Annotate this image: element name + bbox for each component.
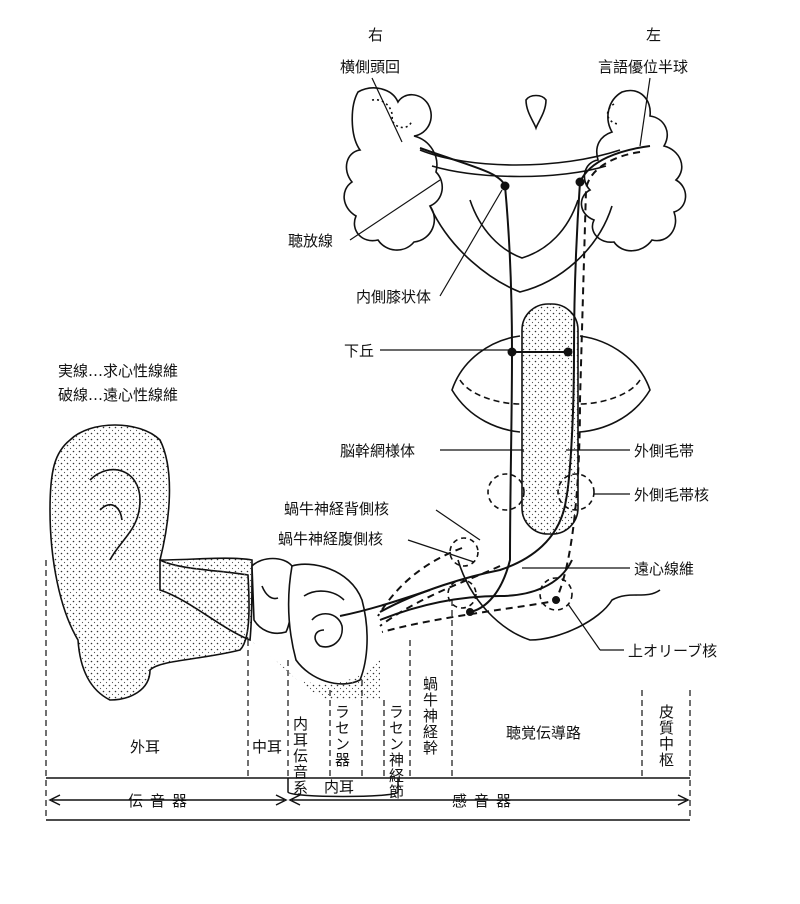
organ-of-corti-label: ラセン器	[333, 704, 351, 768]
reticular-formation-label: 脳幹網様体	[340, 442, 415, 460]
legend-solid-line: 実線…求心性線維	[58, 362, 178, 380]
ventral-cochlear-nucleus-label: 蝸牛神経腹側核	[278, 530, 383, 548]
auricle	[49, 424, 250, 701]
hemisphere-left-label: 左	[646, 26, 661, 44]
outer-ear-label: 外耳	[130, 738, 160, 756]
inner-ear-conduction-label: 内耳伝音系	[291, 716, 309, 796]
ear-anatomy	[49, 424, 431, 701]
acoustic-radiation-label: 聴放線	[288, 232, 333, 250]
auditory-pathways	[377, 145, 651, 633]
hemisphere-right-label: 右	[368, 26, 383, 44]
sound-perception-label: 感音器	[452, 792, 518, 810]
left-temporal-cortex	[580, 89, 687, 252]
spiral-ganglion-label: ラセン神経節	[387, 704, 405, 800]
legend-dashed-line: 破線…遠心性線維	[58, 386, 178, 404]
brain-coronal-section	[343, 87, 687, 293]
cochlea	[287, 563, 368, 685]
reticular-formation-column	[521, 303, 579, 535]
lateral-lemniscus-label: 外側毛帯	[634, 442, 694, 460]
right-temporal-cortex	[343, 87, 443, 251]
language-dominant-hemisphere-label: 言語優位半球	[598, 58, 688, 76]
third-ventricle	[525, 94, 547, 131]
leader-lines	[349, 77, 651, 651]
efferent-fibers-label: 遠心線維	[634, 560, 694, 578]
middle-ear-label: 中耳	[252, 738, 282, 756]
auditory-pathway-label: 聴覚伝導路	[506, 724, 581, 742]
superior-olivary-nucleus-label: 上オリーブ核	[628, 642, 717, 660]
inner-ear-bottom-label: 内耳	[324, 778, 354, 796]
inferior-colliculus-label: 下丘	[344, 342, 374, 360]
sound-conduction-label: 伝音器	[128, 792, 194, 810]
dorsal-cochlear-nucleus-label: 蝸牛神経背側核	[284, 500, 389, 518]
text-labels: 右 左 横側頭回 言語優位半球 聴放線 内側膝状体 下丘 脳幹網様体 外側毛帯 …	[58, 26, 717, 810]
section-dividers	[45, 560, 691, 820]
medial-geniculate-body-label: 内側膝状体	[356, 288, 431, 306]
cochlear-nerve-trunk-label: 蝸牛神経幹	[421, 676, 439, 756]
bottom-rulers	[46, 777, 690, 821]
brainstem	[447, 303, 661, 641]
cortical-center-label: 皮質中枢	[657, 704, 675, 768]
transverse-temporal-gyrus-label: 横側頭回	[340, 58, 400, 76]
lateral-lemniscus-nucleus-label: 外側毛帯核	[634, 486, 709, 504]
